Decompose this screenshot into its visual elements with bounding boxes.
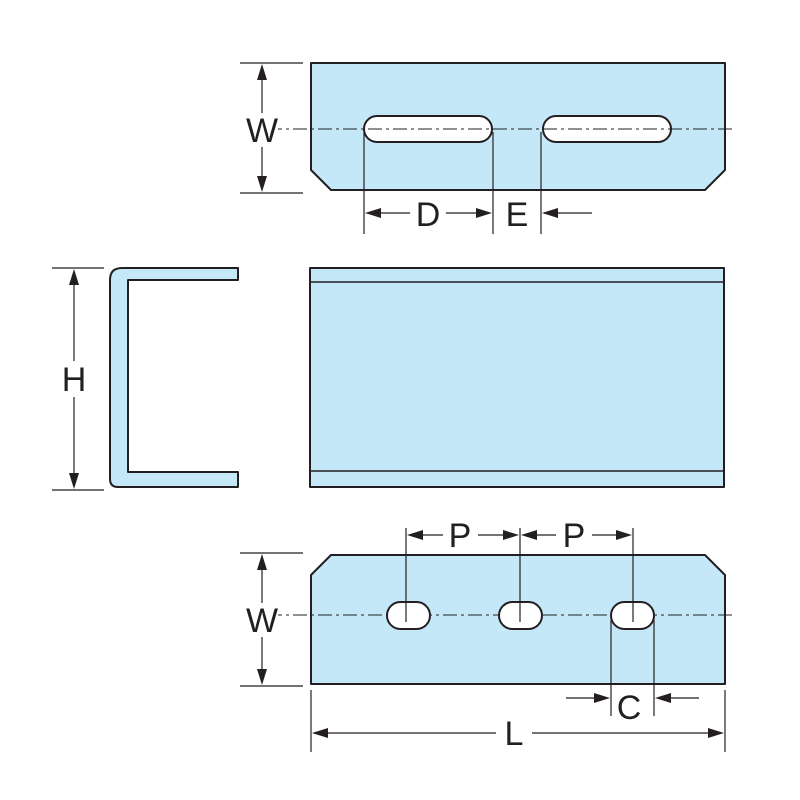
length-arrow-right xyxy=(708,728,724,738)
pitch-2-arrow-left xyxy=(521,530,537,540)
top-view-plate xyxy=(310,62,726,191)
width-top-arrow-down xyxy=(257,176,267,192)
width-top-label: W xyxy=(246,112,278,150)
pitch-2-arrow-right xyxy=(616,530,632,540)
hole-width-arrow-right xyxy=(655,693,671,703)
width-bottom-arrow-down xyxy=(257,669,267,685)
pitch-1-label: P xyxy=(449,517,472,555)
short-slot-1 xyxy=(386,601,431,630)
slot-spacing-arrow-right xyxy=(476,208,492,218)
front-view: H xyxy=(52,267,725,491)
top-view: W D E xyxy=(240,62,735,234)
pitch-1-arrow-left xyxy=(407,530,423,540)
height-label: H xyxy=(62,361,87,399)
channel-profile xyxy=(109,267,239,488)
slot-spacing-label: D xyxy=(416,196,441,234)
hole-width-label: C xyxy=(617,689,642,727)
height-arrow-up xyxy=(69,269,79,285)
bottom-view: P P W C L xyxy=(240,517,735,753)
pitch-2-label: P xyxy=(563,517,586,555)
hole-width-arrow-left xyxy=(594,693,610,703)
channel-side-face xyxy=(309,267,725,488)
width-bottom-label: W xyxy=(246,602,278,640)
length-arrow-left xyxy=(312,728,328,738)
height-arrow-down xyxy=(69,473,79,489)
slot-gap-label: E xyxy=(506,196,529,234)
slot-spacing-arrow-left xyxy=(365,208,381,218)
width-bottom-arrow-up xyxy=(257,554,267,570)
pitch-1-arrow-right xyxy=(503,530,519,540)
width-top-arrow-up xyxy=(257,64,267,80)
length-label: L xyxy=(505,715,524,753)
slot-gap-arrow xyxy=(542,208,558,218)
